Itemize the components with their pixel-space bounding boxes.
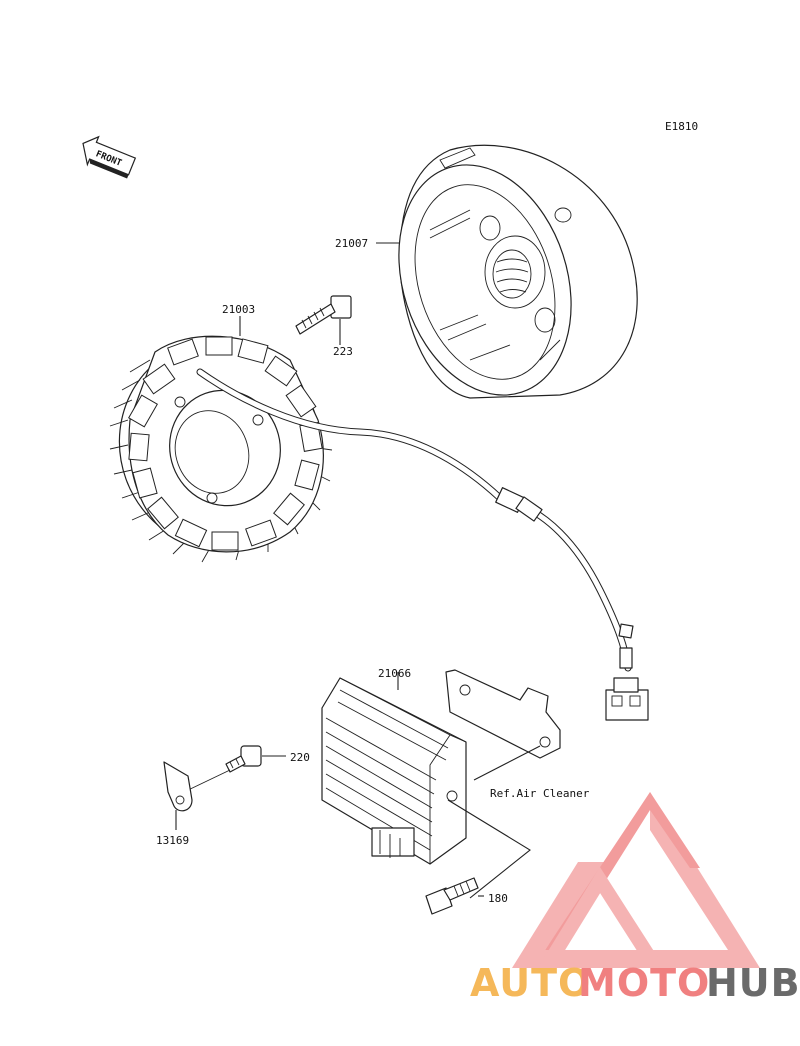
watermark-logo-icon [512, 792, 760, 968]
watermark-part1: AUTO [470, 961, 591, 1005]
leader-line [447, 799, 531, 899]
callout-flywheel: 21007 [335, 237, 368, 250]
watermark-text: AUTO MOTO HUB [470, 961, 800, 1005]
callout-regulator-screw: 220 [290, 751, 310, 764]
leader-line [183, 769, 231, 793]
front-arrow-icon: FRONT [82, 135, 137, 179]
regulator-bolt [425, 877, 479, 915]
harness-sleeve [618, 623, 634, 639]
mounting-bracket [163, 761, 193, 812]
callout-stator: 21003 [222, 303, 255, 316]
harness-connector [605, 677, 649, 721]
stator-bolt [295, 295, 352, 335]
diagram-code: E1810 [665, 120, 698, 133]
flywheel-rotor [398, 144, 638, 399]
watermark-part2: MOTO [578, 961, 710, 1005]
stator-coil [109, 335, 333, 563]
harness-sleeve-lower [619, 647, 633, 669]
harness-junction [495, 487, 543, 522]
callout-stator-bolt: 223 [333, 345, 353, 358]
leader-line [473, 745, 541, 781]
regulator-rectifier [321, 677, 467, 865]
air-cleaner-bracket [445, 669, 561, 759]
reference-note: Ref.Air Cleaner [490, 787, 590, 800]
regulator-screw [225, 745, 262, 773]
callout-regulator: 21066 [378, 667, 411, 680]
callout-bracket: 13169 [156, 834, 189, 847]
callout-regulator-bolt: 180 [488, 892, 508, 905]
watermark-part3: HUB [706, 961, 800, 1005]
